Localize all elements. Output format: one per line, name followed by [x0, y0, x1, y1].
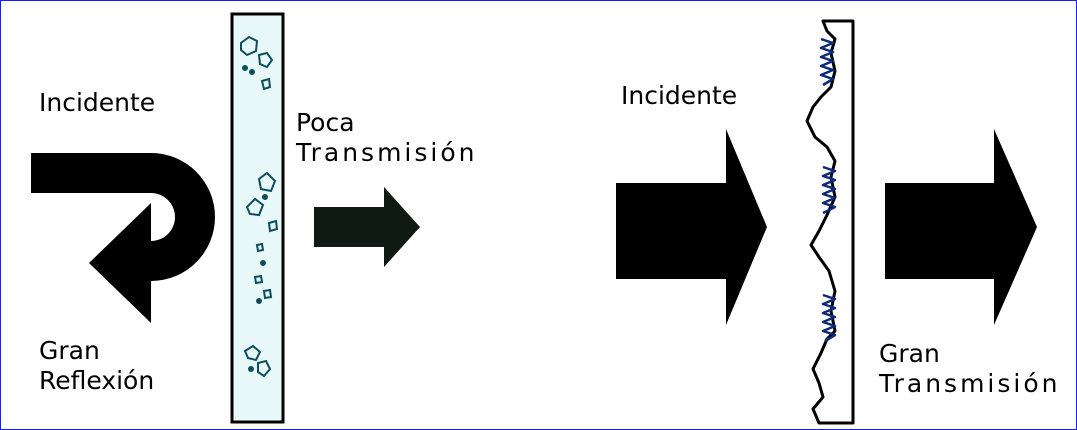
small-transmission-arrow — [314, 187, 420, 267]
transmission-label-left-line2: Transmisión — [296, 138, 478, 167]
surface-waves — [819, 37, 837, 343]
transmission-arrow-right — [885, 129, 1037, 325]
reflection-arrow — [31, 153, 215, 323]
transmission-label-left-line1: Poca — [296, 108, 355, 137]
transmission-label-right-line2: Transmisión — [879, 369, 1061, 398]
reflection-label-line1: Gran — [39, 336, 100, 365]
wall-particles — [240, 35, 279, 378]
incident-label-left: Incidente — [39, 88, 156, 117]
smooth-wall — [805, 19, 855, 425]
incident-label-right: Incidente — [621, 81, 738, 110]
reflection-label-line2: Reflexión — [39, 366, 155, 395]
rough-wall — [230, 12, 285, 424]
transmission-label-right-line1: Gran — [879, 339, 940, 368]
incident-arrow-right — [616, 129, 767, 325]
